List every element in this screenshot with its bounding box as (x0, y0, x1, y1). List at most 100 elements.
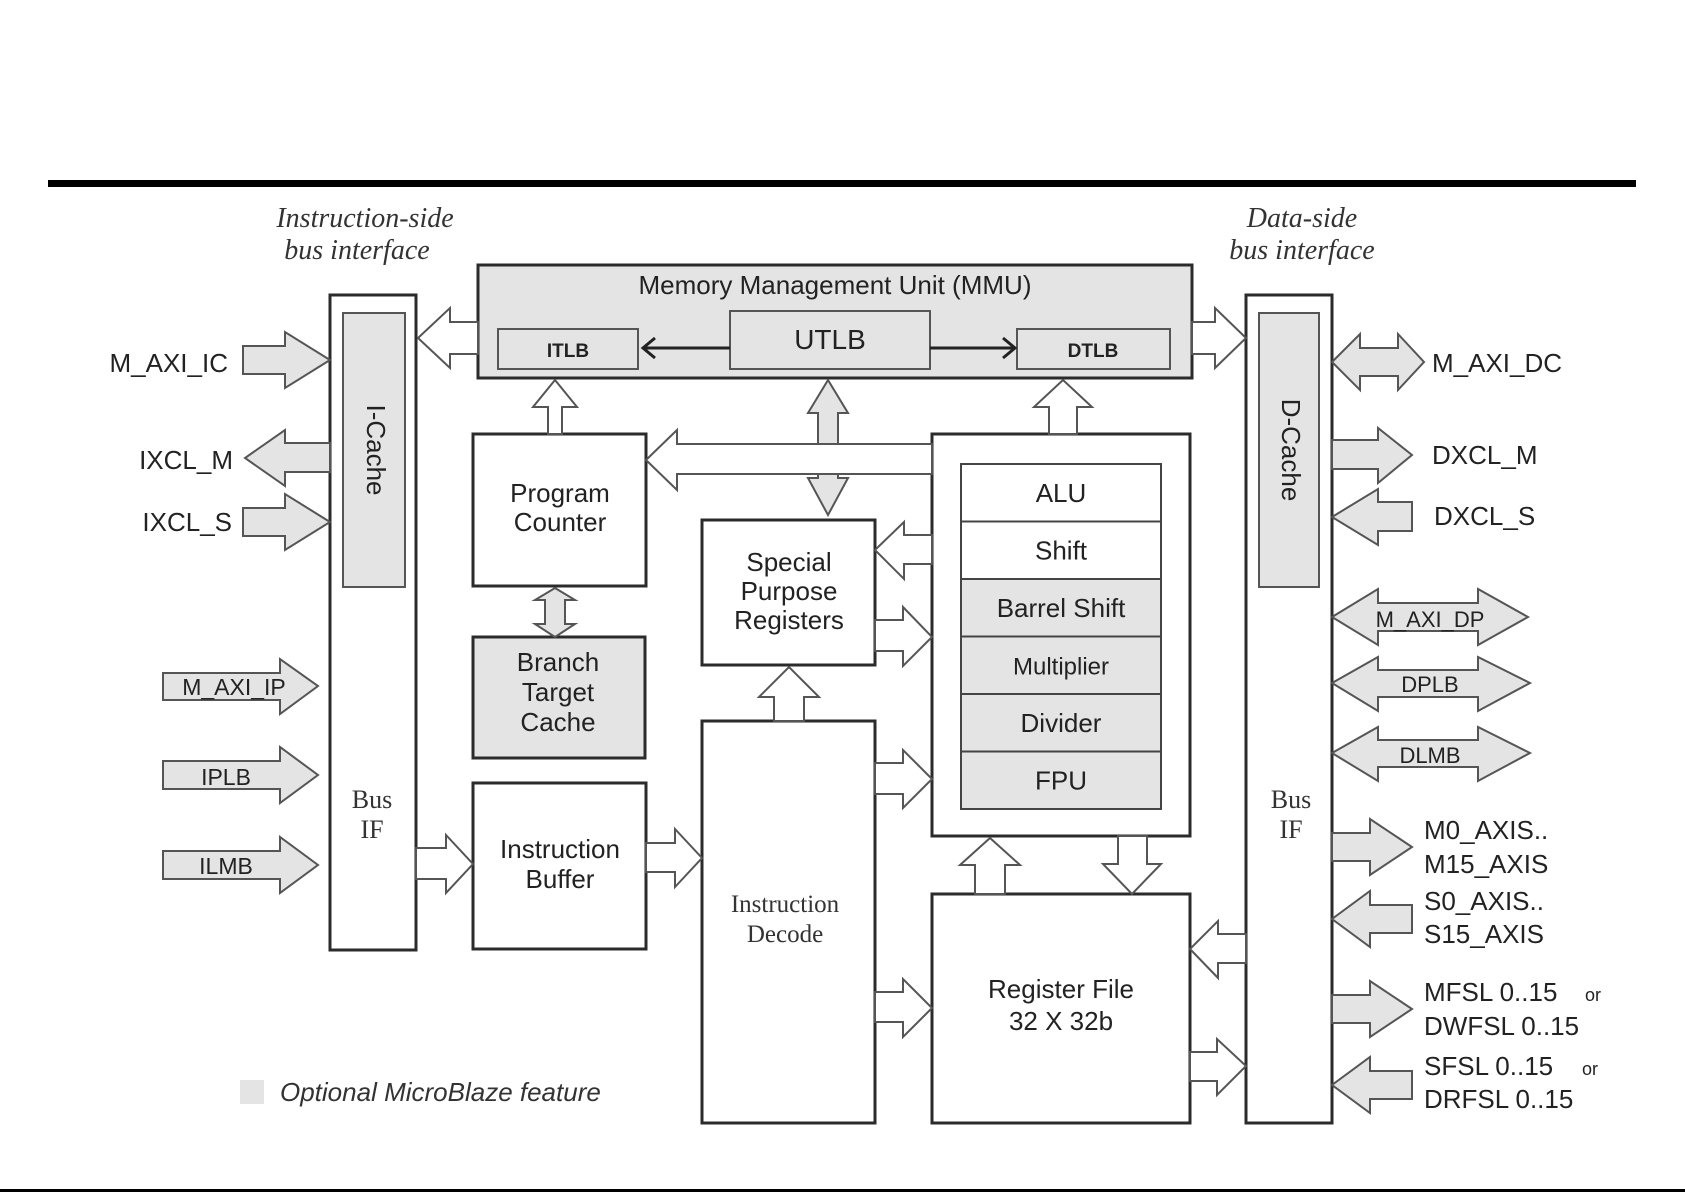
decode-to-regfile-arrow (874, 976, 934, 1040)
instruction-buffer-label-line2: Buffer (526, 864, 595, 894)
register-file-label-line2: 32 X 32b (1009, 1006, 1113, 1036)
dlmb-port-arrow[interactable] (1330, 725, 1533, 783)
exec-to-regfile-arrow (1100, 835, 1164, 896)
s-axis-port-label-line1: S0_AXIS.. (1424, 886, 1544, 916)
ibuffer-to-decode-arrow (645, 826, 704, 890)
ilmb-port-arrow[interactable] (162, 835, 320, 895)
m-axi-dp-port-arrow[interactable] (1330, 587, 1531, 647)
execution-unit-alu (960, 463, 1162, 523)
instruction-buffer-label-line1: Instruction (500, 834, 620, 864)
program-counter-label-line1: Program (510, 478, 610, 508)
mmu-title: Memory Management Unit (MMU) (639, 270, 1032, 300)
regfile-to-exec-arrow (957, 836, 1023, 895)
sfsl-port-label-line1: SFSL 0..15 (1424, 1051, 1553, 1081)
m-axis-port-label-line1: M0_AXIS.. (1424, 815, 1548, 845)
s-axis-port-label-line2: S15_AXIS (1424, 919, 1544, 949)
dbus-to-regfile-arrow (1188, 918, 1247, 981)
i-cache-block (342, 312, 406, 588)
dwfsl-port-label: DWFSL 0..15 (1424, 1011, 1579, 1041)
execution-unit-divider (960, 693, 1162, 753)
m-axi-ic-port-arrow[interactable] (242, 330, 332, 390)
instruction-decode-block (700, 719, 877, 1125)
left-bus-if-label-line2: IF (360, 815, 383, 844)
branch-target-cache-label-line2: Target (522, 677, 595, 707)
instruction-side-heading-line2: bus interface (284, 235, 429, 266)
utlb-block (729, 310, 931, 370)
branch-target-cache-label-line3: Cache (520, 707, 595, 737)
m-axi-ip-port-arrow[interactable] (162, 657, 320, 716)
mmu-to-ibus-arrow (416, 305, 479, 371)
spr-label-line1: Special (746, 547, 831, 577)
top-rule (48, 180, 1636, 187)
ixcl-m-port-arrow[interactable] (243, 428, 331, 488)
data-side-heading-line1: Data-side (1246, 203, 1357, 234)
spr-label-line2: Purpose (741, 576, 838, 606)
ixcl-s-port-label: IXCL_S (142, 507, 232, 537)
legend-label: Optional MicroBlaze feature (280, 1077, 601, 1107)
program-counter-label-line2: Counter (514, 507, 607, 537)
mfsl-text: MFSL 0..15 (1424, 977, 1557, 1007)
exec-to-spr-arrow (873, 519, 933, 582)
legend-swatch (240, 1080, 264, 1104)
right-bus-if-label-line2: IF (1279, 815, 1302, 844)
iplb-port-arrow[interactable] (162, 745, 320, 805)
execution-unit-label: FPU (1035, 765, 1087, 795)
dxcl-m-port-arrow[interactable] (1331, 425, 1414, 486)
m-axi-ic-port-label: M_AXI_IC (110, 348, 229, 378)
right-bus-if-label-line1: Bus (1271, 785, 1311, 814)
execution-unit-label: Multiplier (1013, 653, 1109, 680)
ilmb-port-label: ILMB (199, 853, 253, 879)
data-bus-interface: D-Cache Bus IF (1244, 293, 1334, 1125)
m-axi-dc-port-arrow[interactable] (1330, 331, 1426, 393)
decode-to-exec-arrow (874, 747, 934, 811)
dxcl-s-port-label: DXCL_S (1434, 501, 1535, 531)
dplb-port-label: DPLB (1401, 672, 1458, 697)
exec-to-dtlb-arrow (1031, 378, 1095, 435)
utlb-label: UTLB (794, 324, 866, 355)
instruction-decode-label-line1: Instruction (731, 891, 840, 918)
mfsl-port-arrow[interactable] (1331, 979, 1414, 1039)
drfsl-port-label: DRFSL 0..15 (1424, 1084, 1573, 1114)
m-axi-dc-port-label: M_AXI_DC (1432, 348, 1562, 378)
s-axis-port-arrow[interactable] (1330, 889, 1413, 949)
mfsl-port-label-line1: MFSL 0..15 (1424, 977, 1557, 1007)
sfsl-port-arrow[interactable] (1330, 1055, 1413, 1115)
ibus-to-ibuffer-arrow (415, 832, 475, 896)
register-file-label-line1: Register File (988, 974, 1134, 1004)
instruction-side-heading-line1: Instruction-side (275, 203, 453, 234)
execution-unit-fpu (960, 750, 1162, 810)
d-cache-block (1258, 312, 1320, 588)
regfile-to-dbus-arrow (1189, 1036, 1248, 1098)
dlmb-port-label: DLMB (1399, 743, 1460, 768)
branch-target-cache-block (471, 635, 647, 760)
data-side-heading-line2: bus interface (1229, 235, 1374, 266)
d-cache-label: D-Cache (1276, 399, 1306, 502)
register-file-block (930, 892, 1192, 1125)
decode-to-spr-arrow (756, 665, 822, 722)
ixcl-s-port-arrow[interactable] (242, 492, 332, 552)
special-purpose-registers-block (700, 518, 877, 667)
spr-to-exec-arrow (874, 604, 934, 669)
ixcl-m-port-label: IXCL_M (139, 445, 233, 475)
dtlb-block (1016, 328, 1171, 370)
dtlb-label: DTLB (1068, 341, 1119, 362)
bottom-rule (0, 1189, 1685, 1192)
itlb-block (497, 328, 639, 370)
instruction-buffer-block (471, 781, 648, 951)
m-axis-port-label-line2: M15_AXIS (1424, 849, 1548, 879)
pc-btc-double-arrow (531, 586, 579, 639)
dplb-port-arrow[interactable] (1330, 655, 1533, 713)
m-axis-port-arrow[interactable] (1331, 817, 1414, 877)
execution-unit-barrel-shift (960, 578, 1162, 638)
execution-unit-label: Barrel Shift (997, 593, 1126, 623)
dxcl-s-port-arrow[interactable] (1330, 487, 1413, 547)
mmu-to-dbus-arrow (1191, 305, 1248, 371)
dxcl-m-port-label: DXCL_M (1432, 440, 1537, 470)
m-axi-dp-port-label: M_AXI_DP (1376, 607, 1485, 632)
pc-to-itlb-arrow (530, 378, 580, 435)
instruction-decode-label-line2: Decode (747, 921, 823, 948)
iplb-port-label: IPLB (201, 764, 251, 790)
sfsl-or-label: or (1582, 1059, 1598, 1079)
